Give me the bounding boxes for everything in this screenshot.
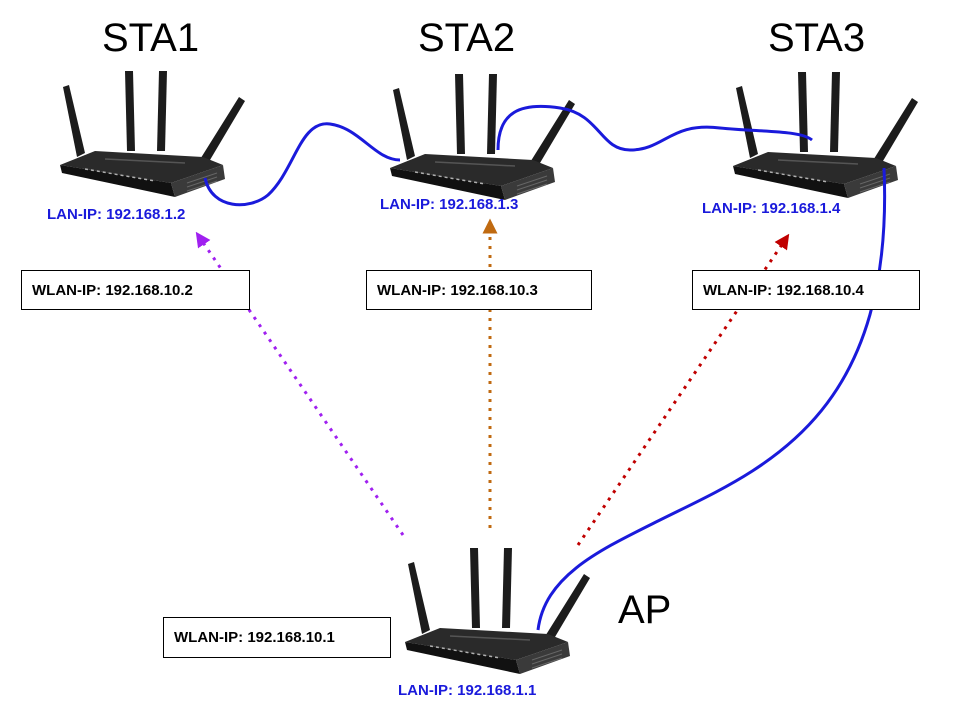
ap-wlan-ip-box: WLAN-IP: 192.168.10.1 [163,617,391,658]
lan-cable-sta2-sta3 [496,104,813,152]
ap-title: AP [618,588,672,632]
sta1-title: STA1 [102,16,200,60]
sta1-lan-ip: LAN-IP: 192.168.1.2 [47,206,186,223]
router-icon-sta1 [59,70,246,198]
sta3-title: STA3 [768,16,866,60]
sta2-lan-ip: LAN-IP: 192.168.1.3 [380,196,519,213]
sta3-wlan-ip-box: WLAN-IP: 192.168.10.4 [692,270,920,310]
lan-cable-sta1-sta2 [203,122,401,207]
sta3-lan-ip: LAN-IP: 192.168.1.4 [702,200,841,217]
sta1-wlan-ip-box: WLAN-IP: 192.168.10.2 [21,270,250,310]
sta2-wlan-ip-box: WLAN-IP: 192.168.10.3 [366,270,592,310]
ap-lan-ip: LAN-IP: 192.168.1.1 [398,682,537,699]
router-icon-ap [404,547,591,675]
sta2-title: STA2 [418,16,516,60]
lan-cable-sta3-ap [536,167,887,631]
router-icon-sta3 [732,71,919,199]
router-icon-sta2 [389,73,576,201]
